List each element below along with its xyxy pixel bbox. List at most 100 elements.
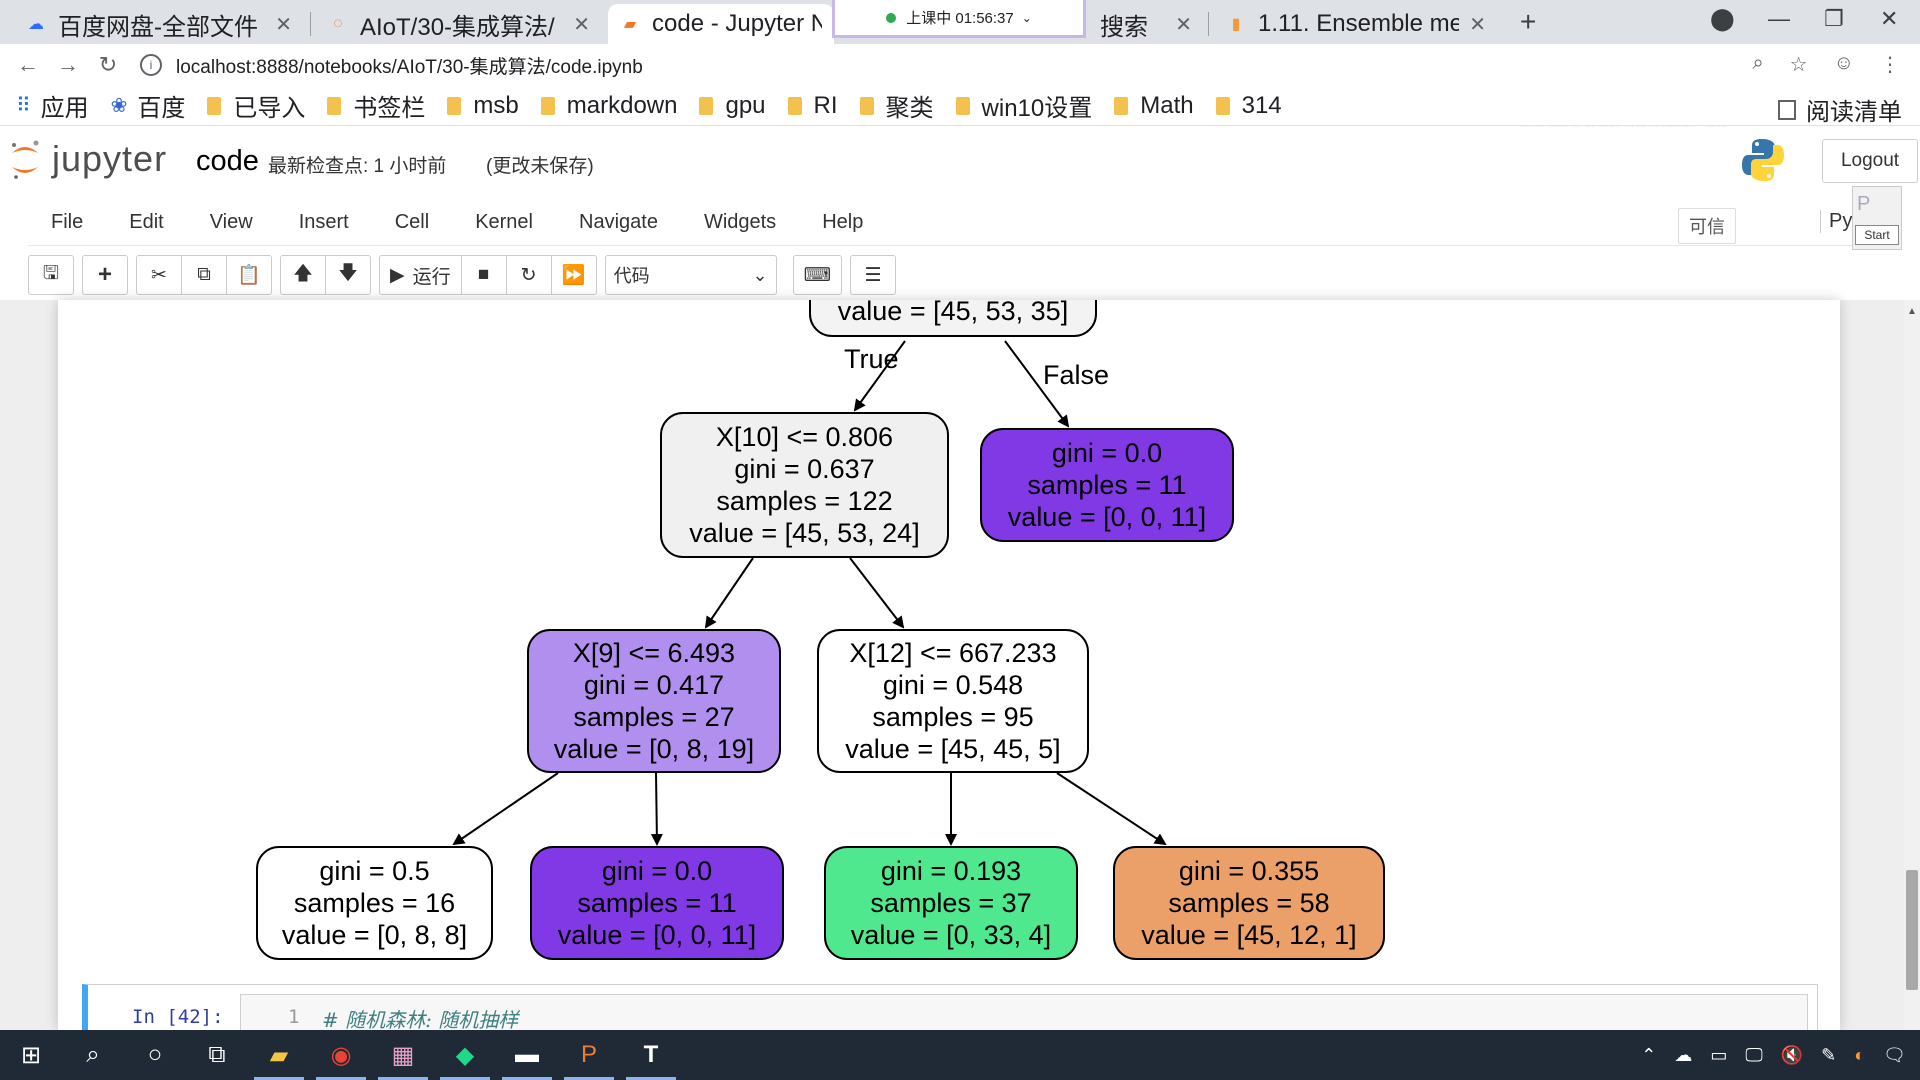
tab-baidu-pan[interactable]: ☁ 百度网盘-全部文件 ✕ (14, 4, 304, 44)
class-timer-popup[interactable]: 上课中 01:56:37 ⌄ (832, 0, 1086, 38)
tree-node-box (980, 428, 1234, 542)
tree-node-line: value = [0, 0, 11] (1008, 502, 1206, 532)
logout-button[interactable]: Logout (1822, 139, 1918, 183)
chrome-icon[interactable]: ◉ (310, 1030, 372, 1080)
scroll-up-icon[interactable]: ▲ (1907, 306, 1917, 317)
bookmark-bookmarks-bar[interactable]: 书签栏 (327, 88, 425, 123)
bookmark-baidu[interactable]: ❀百度 (111, 88, 186, 123)
network-icon[interactable]: ☁ (1674, 1044, 1693, 1065)
bookmark-markdown[interactable]: markdown (540, 92, 677, 120)
more-menu-icon[interactable]: ⋮ (1880, 54, 1900, 76)
menu-help[interactable]: Help (822, 211, 864, 233)
copy-button[interactable]: ⧉ (181, 255, 227, 295)
reading-list-button[interactable]: 阅读清单 (1778, 92, 1902, 127)
powerpoint-icon[interactable]: P (558, 1030, 620, 1080)
file-explorer-icon[interactable]: ▰ (248, 1030, 310, 1080)
tree-node-line: X[10] <= 0.806 (716, 422, 893, 452)
tab-sklearn-ensemble[interactable]: ▮ 1.11. Ensemble me ✕ (1214, 4, 1498, 44)
insert-cell-button[interactable]: + (82, 255, 128, 295)
toc-button[interactable]: ☰ (850, 255, 897, 295)
chevron-up-icon[interactable]: ⌃ (1641, 1044, 1657, 1065)
menu-navigate[interactable]: Navigate (579, 211, 658, 233)
bookmark-clustering[interactable]: 聚类 (859, 88, 934, 123)
minimize-icon[interactable]: — (1768, 6, 1790, 31)
start-button[interactable]: Start (1855, 225, 1899, 245)
notification-icon[interactable]: 🗨 (1883, 1044, 1906, 1065)
tree-node-box (256, 846, 493, 960)
trusted-badge[interactable]: 可信 (1678, 208, 1736, 244)
edge-label-false: False (1043, 360, 1109, 390)
pycharm-icon[interactable]: ◆ (434, 1030, 496, 1080)
notebook-name[interactable]: code (196, 145, 259, 177)
menu-file[interactable]: File (51, 211, 84, 233)
new-tab-icon[interactable]: + (1520, 6, 1537, 37)
task-view-icon[interactable]: ⧉ (208, 1041, 226, 1068)
tree-node-line: value = [0, 8, 8] (282, 920, 467, 950)
menu-widgets[interactable]: Widgets (703, 211, 777, 233)
notebook-menubar: File Edit View Insert Cell Kernel Naviga… (28, 200, 1890, 246)
bookmark-imported[interactable]: 已导入 (207, 88, 305, 123)
cell-type-select[interactable]: 代码 ⌄ (604, 255, 777, 295)
tree-node-line: gini = 0.193 (881, 856, 1021, 886)
profile-menu-icon[interactable]: ⬤ (1710, 6, 1735, 31)
jupyter-header: jupyter code 最新检查点: 1 小时前 (更改未保存) Logout (0, 127, 1920, 199)
close-icon[interactable]: ✕ (1175, 13, 1192, 36)
tab-aiot-folder[interactable]: ◌ AIoT/30-集成算法/ ✕ (316, 4, 602, 44)
close-icon[interactable]: ✕ (275, 13, 292, 36)
restart-button[interactable]: ↻ (505, 255, 552, 295)
menu-edit[interactable]: Edit (129, 211, 164, 233)
menu-cell[interactable]: Cell (394, 211, 430, 233)
cut-button[interactable]: ✂ (136, 255, 182, 295)
plus-icon: + (97, 261, 112, 288)
menu-insert[interactable]: Insert (298, 211, 349, 233)
bookmark-star-icon[interactable]: ☆ (1789, 54, 1808, 76)
cortana-icon[interactable]: ○ (147, 1041, 163, 1068)
info-icon[interactable]: i (140, 54, 162, 76)
volume-muted-icon[interactable]: 🔇 (1780, 1044, 1804, 1065)
paint-app-icon[interactable]: ▦ (372, 1030, 434, 1080)
bookmark-win10-settings[interactable]: win10设置 (955, 88, 1092, 123)
windows-start-icon[interactable]: ⊞ (20, 1041, 42, 1069)
close-icon[interactable]: ✕ (1469, 13, 1486, 36)
forward-icon[interactable]: → (57, 52, 79, 77)
restart-run-all-button[interactable]: ⏩ (550, 255, 597, 295)
window-close-icon[interactable]: ✕ (1880, 6, 1899, 31)
zoom-icon[interactable]: ⌕ (1752, 52, 1764, 74)
bookmark-ri[interactable]: RI (787, 92, 838, 120)
menu-kernel[interactable]: Kernel (475, 211, 533, 233)
battery-icon[interactable]: ▭ (1710, 1044, 1728, 1065)
bookmark-math[interactable]: Math (1114, 92, 1194, 120)
tab-search[interactable]: 搜索 ✕ (1088, 4, 1204, 44)
start-widget[interactable]: P Start (1852, 186, 1902, 250)
profile-icon[interactable]: ☺ (1833, 52, 1854, 74)
search-icon[interactable]: ⌕ (86, 1041, 100, 1068)
command-palette-button[interactable]: ⌨ (792, 255, 843, 295)
display-icon[interactable]: 🖵 (1745, 1044, 1763, 1065)
back-icon[interactable]: ← (17, 52, 39, 77)
tab-title: AIoT/30-集成算法/ (360, 13, 555, 41)
run-button[interactable]: ▶运行 (379, 255, 462, 295)
bookmark-314[interactable]: 314 (1215, 92, 1282, 120)
reload-icon[interactable]: ↻ (98, 52, 118, 77)
move-up-button[interactable]: 🡅 (280, 255, 326, 295)
tab-jupyter-notebook[interactable]: ▰ code - Jupyter N (608, 4, 834, 44)
menu-view[interactable]: View (209, 211, 253, 233)
scroll-thumb[interactable] (1906, 870, 1918, 990)
url-input[interactable]: i localhost:8888/notebooks/AIoT/30-集成算法/… (140, 48, 1760, 82)
tray-app-icon[interactable]: ◐ (1854, 1044, 1866, 1065)
page-scrollbar[interactable]: ▲ (1904, 300, 1920, 1030)
bookmark-msb[interactable]: msb (447, 92, 519, 120)
save-button[interactable]: 🖫 (28, 255, 74, 295)
typora-icon[interactable]: T (620, 1030, 682, 1080)
restore-icon[interactable]: ❐ (1824, 6, 1844, 31)
jupyter-logo[interactable]: jupyter (8, 137, 167, 181)
interrupt-button[interactable]: ■ (460, 255, 507, 295)
close-icon[interactable]: ✕ (573, 13, 590, 36)
terminal-icon[interactable]: ▬ (496, 1030, 558, 1080)
move-down-button[interactable]: 🡇 (325, 255, 371, 295)
bookmark-apps[interactable]: ⠿应用 (16, 88, 89, 123)
tree-node-box (660, 412, 949, 558)
bookmark-gpu[interactable]: gpu (699, 92, 766, 120)
pen-icon[interactable]: ✎ (1821, 1044, 1837, 1065)
paste-button[interactable]: 📋 (226, 255, 272, 295)
